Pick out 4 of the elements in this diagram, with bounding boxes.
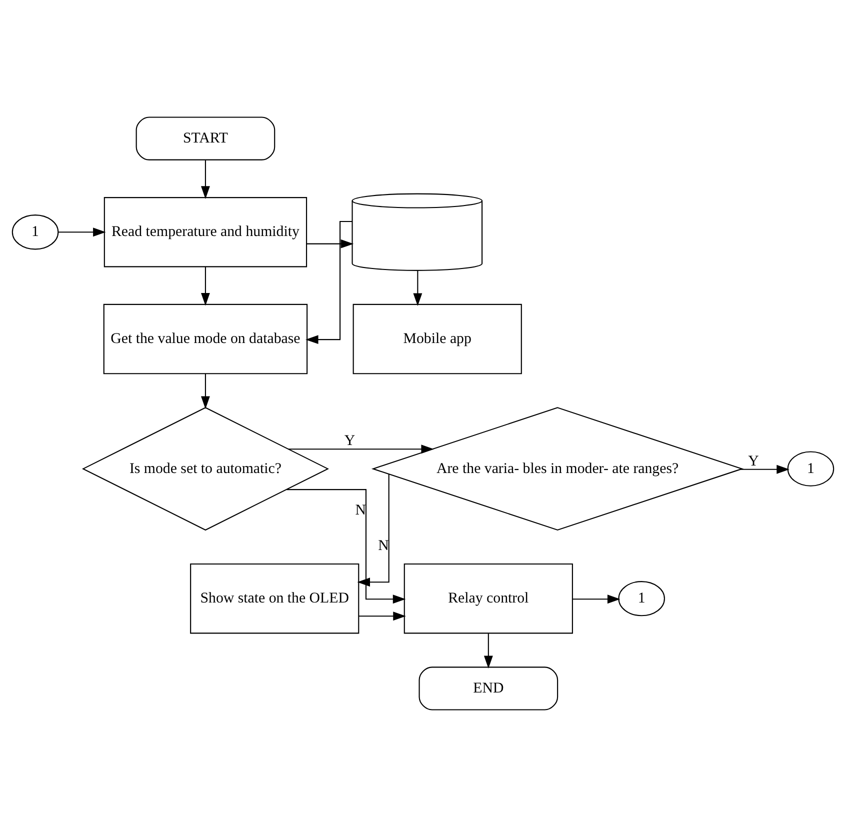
edge-label: Y bbox=[748, 453, 759, 470]
edge-label: N bbox=[378, 538, 389, 554]
edge-label: Y bbox=[344, 433, 356, 450]
edge-label: N bbox=[355, 502, 366, 518]
